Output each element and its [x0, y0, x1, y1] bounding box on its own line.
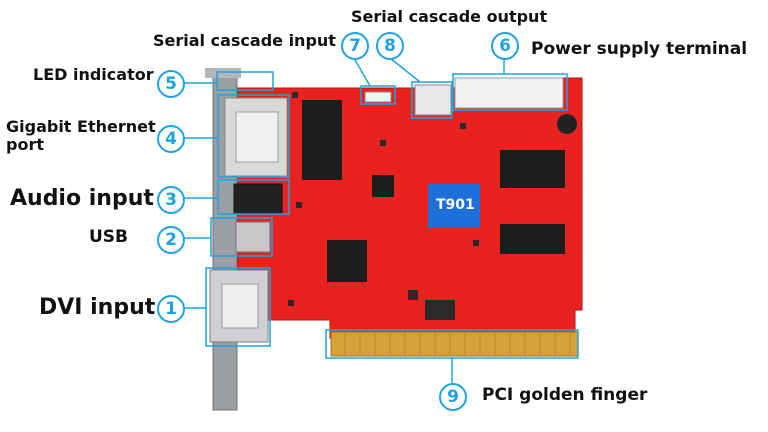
memory-chip-top-right — [500, 150, 565, 188]
power-terminal-block — [454, 77, 564, 109]
label-usb: USB — [89, 227, 129, 247]
ethernet-port-inner — [235, 111, 279, 163]
controller-chip — [327, 240, 367, 282]
badge-6: 6 — [491, 32, 519, 60]
badge-9: 9 — [439, 383, 467, 411]
dvi-connector-inner — [221, 283, 259, 329]
memory-chip-bottom-right — [500, 224, 565, 254]
bracket-top — [205, 68, 241, 78]
serial-input-header — [364, 91, 392, 103]
badge-5: 5 — [157, 70, 185, 98]
badge-8: 8 — [376, 32, 404, 60]
label-power-supply-terminal: Power supply terminal — [531, 39, 748, 59]
badge-2: 2 — [157, 226, 185, 254]
callout-box-serial-output — [411, 81, 453, 119]
memory-chip-vertical — [302, 100, 342, 180]
leader-lines — [184, 57, 505, 384]
label-dvi-input: DVI input — [39, 295, 156, 320]
callout-box-usb — [210, 217, 273, 257]
capacitor — [557, 114, 577, 134]
label-audio-input: Audio input — [10, 186, 154, 211]
callout-box-serial-input — [360, 85, 396, 105]
label-gigabit-ethernet-port: Gigabit Ethernet port — [6, 117, 156, 155]
callout-box-power — [452, 73, 568, 111]
callout-box-dvi — [205, 267, 271, 347]
label-pci-golden-finger: PCI golden finger — [482, 385, 648, 405]
label-serial-cascade-input: Serial cascade input — [153, 31, 336, 50]
badge-3: 3 — [157, 186, 185, 214]
pci-gold-finger — [330, 331, 579, 357]
callout-box-gigabit — [217, 94, 290, 178]
callout-box-audio — [217, 179, 290, 215]
label-serial-cascade-output: Serial cascade output — [351, 7, 548, 26]
usb-port — [235, 221, 271, 253]
fpga-chip-label: T901 — [436, 197, 475, 213]
audio-jack — [233, 183, 283, 215]
fpga-chip — [428, 184, 480, 228]
serial-cascade-header — [414, 84, 452, 116]
callout-box-led — [216, 71, 274, 91]
small-chip — [372, 175, 394, 197]
badge-4: 4 — [157, 125, 185, 153]
label-led-indicator: LED indicator — [33, 65, 154, 84]
badge-7: 7 — [341, 32, 369, 60]
badge-1: 1 — [157, 295, 185, 323]
